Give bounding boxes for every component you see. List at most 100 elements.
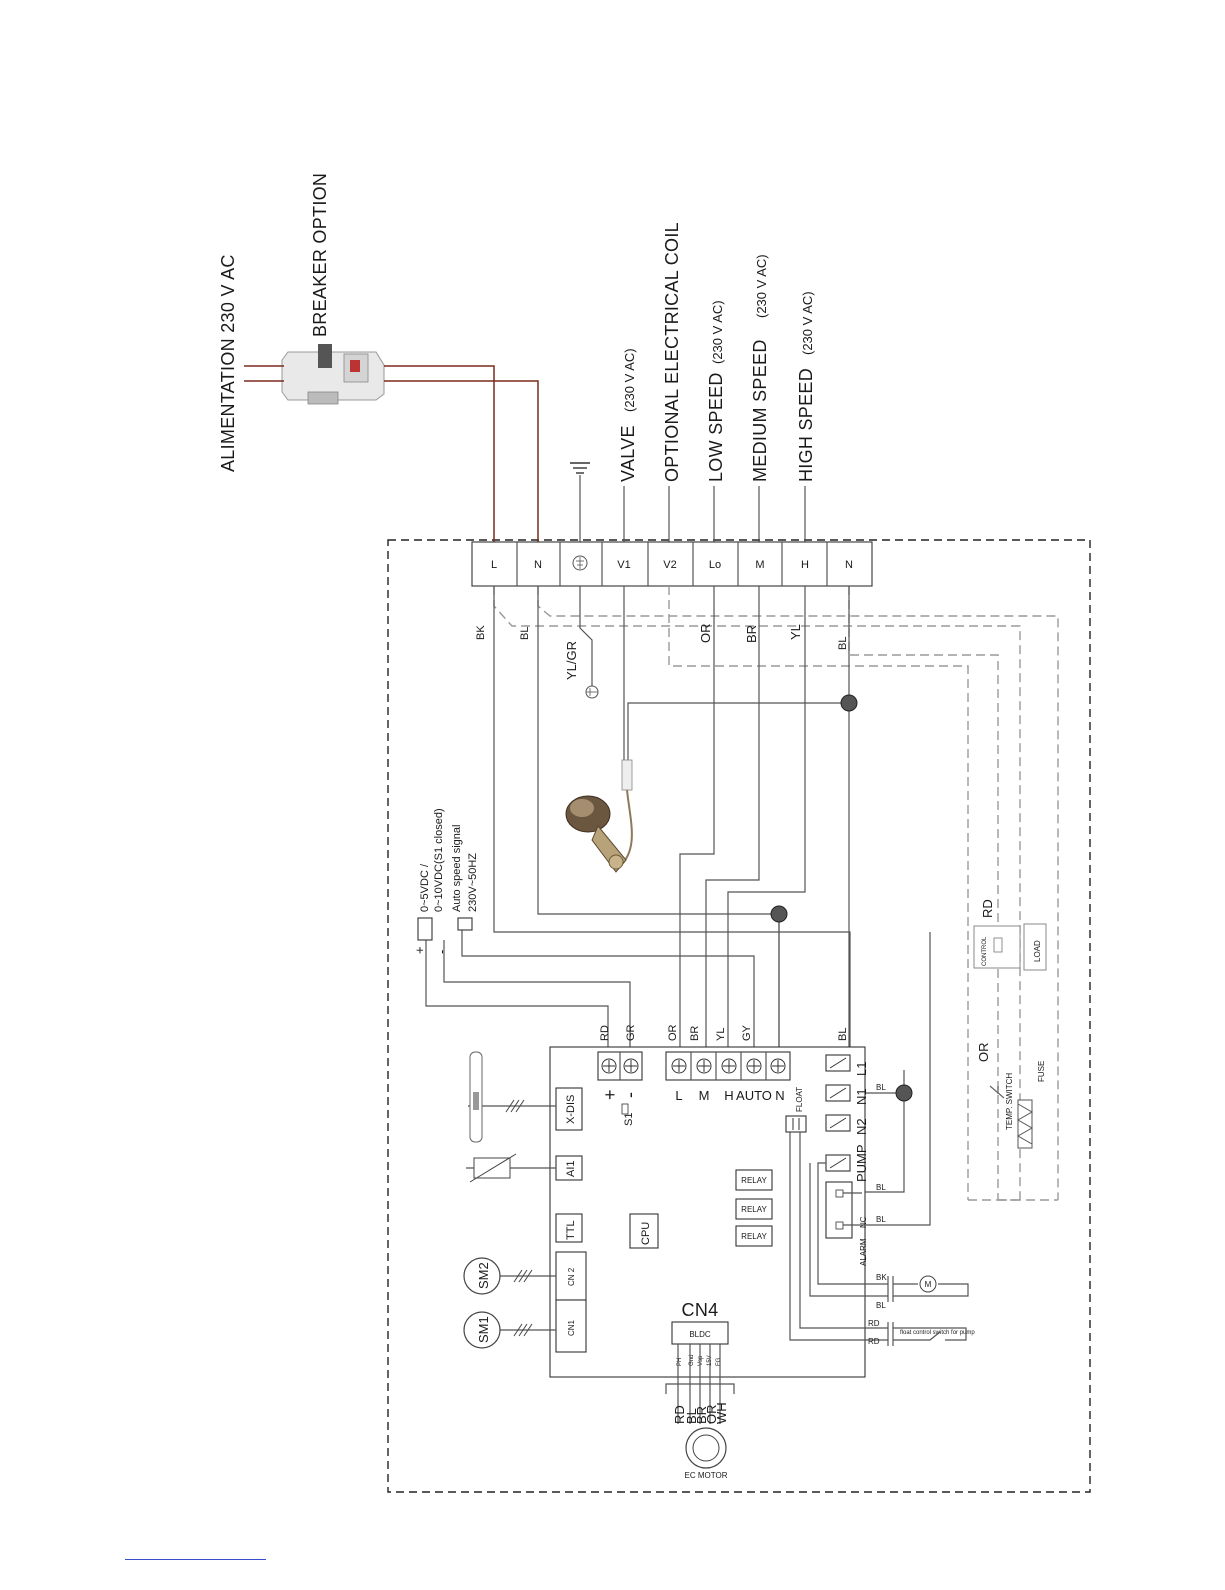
signal-connector-auto (457, 917, 473, 931)
motor-wire-label-wh: WH (714, 1402, 729, 1424)
bldc-pin-gnd: Gnd (689, 1355, 695, 1366)
cpu-label: CPU (640, 1222, 652, 1245)
wire-yl-to-h (727, 586, 806, 1047)
dash-wire-v2 (668, 586, 969, 1200)
wire-float-rd2 (789, 1132, 888, 1341)
motor-wire-label-rd: RD (672, 1405, 687, 1424)
label-optional-coil: OPTIONAL ELECTRICAL COIL (662, 222, 682, 482)
right-label-float-switch: float control switch for pump (900, 1330, 975, 1336)
wire-alarm-bottom (843, 932, 931, 1226)
board-wire-gy: GY (741, 1024, 753, 1041)
ec-motor-label: EC MOTOR (685, 1471, 728, 1480)
wire-label-yl: YL (788, 624, 803, 640)
terminal-ground-icon (572, 555, 588, 571)
wire-label-or: OR (698, 624, 713, 644)
sm1-motor-icon (463, 1311, 501, 1349)
board-wire-gr: GR (625, 1024, 637, 1041)
relay-box-2 (735, 1198, 773, 1220)
valve-actuator-image (565, 759, 633, 873)
board-wire-or: OR (667, 1024, 679, 1041)
label-valve: VALVE (618, 425, 638, 482)
dash-wire-n-outer (537, 586, 1059, 1200)
wire-pump-bl (809, 1163, 888, 1297)
right-label-bl-pump: BL (876, 1183, 886, 1192)
board-label-auto: AUTO (736, 1088, 772, 1103)
dash-wire-l-outer (493, 586, 1021, 1200)
footer-rule (125, 1559, 266, 1560)
right-label-rd1: RD (868, 1319, 880, 1328)
board-label-l1: L1 (854, 1062, 869, 1076)
wire-label-bl: BL (519, 627, 531, 640)
right-label-bk: BK (876, 1273, 887, 1282)
pump-motor-icon: M (919, 1275, 937, 1293)
float-switch-icon (893, 1327, 967, 1341)
label-high-speed: HIGH SPEED (796, 368, 816, 482)
terminal-m: M (755, 559, 764, 571)
option-label-fuse: FUSE (1037, 1061, 1046, 1082)
screw-terminal-signal (597, 1051, 643, 1081)
signal-line-1: 0~5VDC / (419, 863, 431, 912)
terminal-n2: N (845, 559, 853, 571)
board-label-l: L (675, 1088, 682, 1103)
wire-br-to-m (705, 586, 760, 1047)
motor-wire-label-bl: BL (684, 1408, 699, 1424)
right-label-bl-n1: BL (876, 1083, 886, 1092)
sm2-hash (513, 1269, 533, 1283)
thermistor-icon (469, 1153, 517, 1183)
xdis-label: X-DIS (565, 1095, 577, 1124)
option-label-or: OR (976, 1043, 991, 1063)
terminal-v2: V2 (663, 559, 676, 571)
board-label-alarm: ALARM (859, 1238, 868, 1266)
relay-label-3: RELAY (741, 1232, 767, 1241)
label-medium-speed: MEDIUM SPEED (750, 339, 770, 482)
fuse-icon (1016, 1099, 1034, 1149)
label-valve-voltage: (230 V AC) (622, 348, 637, 412)
wire-pump-bk (817, 1162, 888, 1285)
wire-n1-to-pump (862, 1092, 905, 1193)
board-label-n: N (775, 1088, 784, 1103)
option-label-temp-switch: TEMP. SWITCH (1005, 1073, 1014, 1130)
signal-line-2: 0~10VDC(S1 closed) (433, 808, 445, 912)
wire-n-to-junction (537, 586, 779, 915)
motor-wire-label-or: OR (704, 1405, 719, 1425)
sm2-label: SM2 (476, 1262, 491, 1289)
ttl-label: TTL (565, 1220, 577, 1240)
float-connector (785, 1115, 807, 1133)
cn2-label: CN 2 (567, 1267, 576, 1286)
relay-contacts (825, 1054, 851, 1172)
signal-connector-voltage (417, 917, 433, 941)
board-label-pump: PUMP (854, 1144, 869, 1182)
junction-node-bl (895, 1084, 913, 1102)
label-alimentation: ALIMENTATION 230 V AC (218, 254, 238, 472)
relay-box-3 (735, 1225, 773, 1247)
xdis-hash (505, 1099, 525, 1113)
breaker-module (281, 344, 385, 405)
board-wire-br: BR (689, 1026, 701, 1041)
temp-switch-icon (989, 1085, 1005, 1099)
sm1-label: SM1 (476, 1316, 491, 1343)
cn1-connector (555, 1299, 587, 1353)
ai1-label: AI1 (565, 1160, 577, 1177)
svg-text:M: M (925, 1280, 932, 1289)
sm2-motor-icon (463, 1257, 501, 1295)
board-label-s1: S1 (623, 1113, 635, 1126)
wire-auto-signal (461, 930, 755, 1047)
board-wire-yl: YL (715, 1028, 727, 1041)
wire-gr-signal (443, 940, 631, 1047)
terminal-h: H (801, 559, 809, 571)
relay-box-1 (735, 1169, 773, 1191)
xdis-connector (555, 1087, 583, 1131)
cn1-label: CN1 (567, 1319, 576, 1336)
signal-plus: + (412, 946, 427, 954)
wire-label-bk: BK (475, 625, 487, 640)
bldc-pin-fg: FG (716, 1357, 722, 1366)
signal-line-3: Auto speed signal (451, 825, 463, 912)
screw-terminal-speed (665, 1051, 791, 1081)
option-label-load: LOAD (1033, 940, 1042, 962)
wire-l-to-board-l1 (493, 586, 851, 1047)
option-label-control: CONTROL (982, 936, 988, 966)
label-high-voltage: (230 V AC) (800, 291, 815, 355)
cpu-chip (629, 1213, 659, 1249)
board-wire-rd: RD (599, 1025, 611, 1041)
